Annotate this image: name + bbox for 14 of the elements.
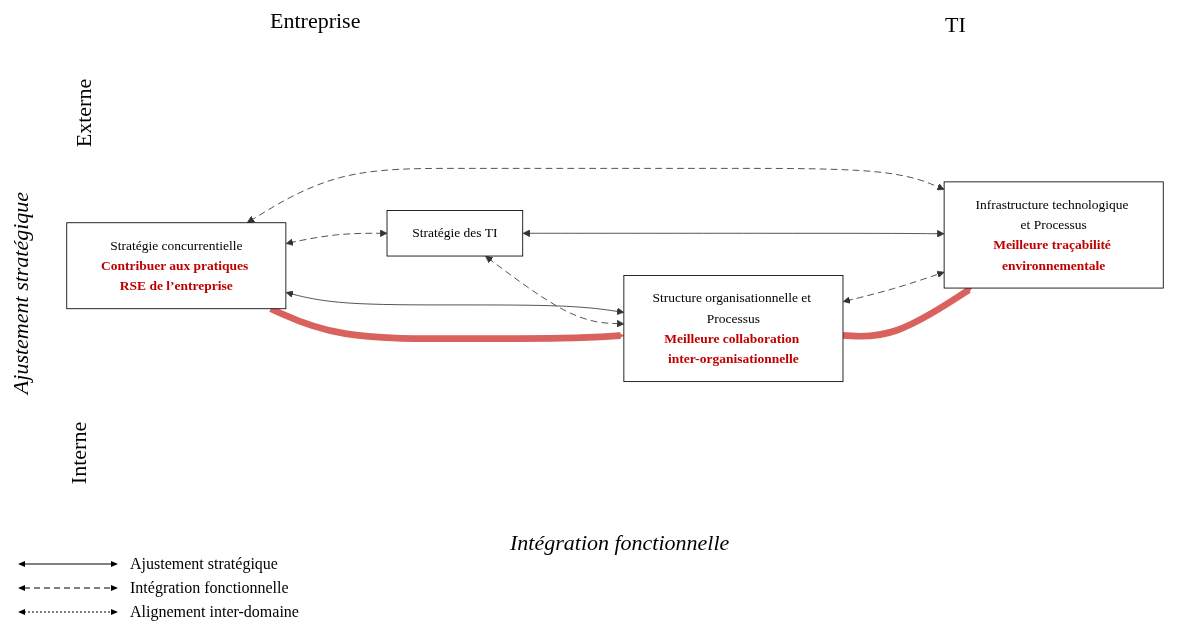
node-box: Infrastructure technologique et Processus Meilleure traçabilité environnementale [943,181,1164,289]
node-box: Stratégie concurrentielle Contribuer aux pratiques RSE de l’entreprise [66,222,287,310]
legend-text: Ajustement stratégique [130,555,278,573]
row-heading: Externe [71,78,98,148]
node-box: Structure organisationnelle et Processus Meilleure collaboration inter-organisationnelle [623,275,844,383]
column-heading: TI [945,12,966,38]
legend-text: Intégration fonctionnelle [130,579,289,597]
column-heading: Entreprise [270,8,361,34]
axis-label: Ajustement stratégique [8,191,35,395]
node-box: Stratégie des TI [386,210,524,257]
axis-label: Intégration fonctionnelle [510,530,730,556]
arrow [842,287,972,340]
legend-text: Alignement inter-domaine [130,603,299,621]
row-heading: Interne [66,421,93,485]
